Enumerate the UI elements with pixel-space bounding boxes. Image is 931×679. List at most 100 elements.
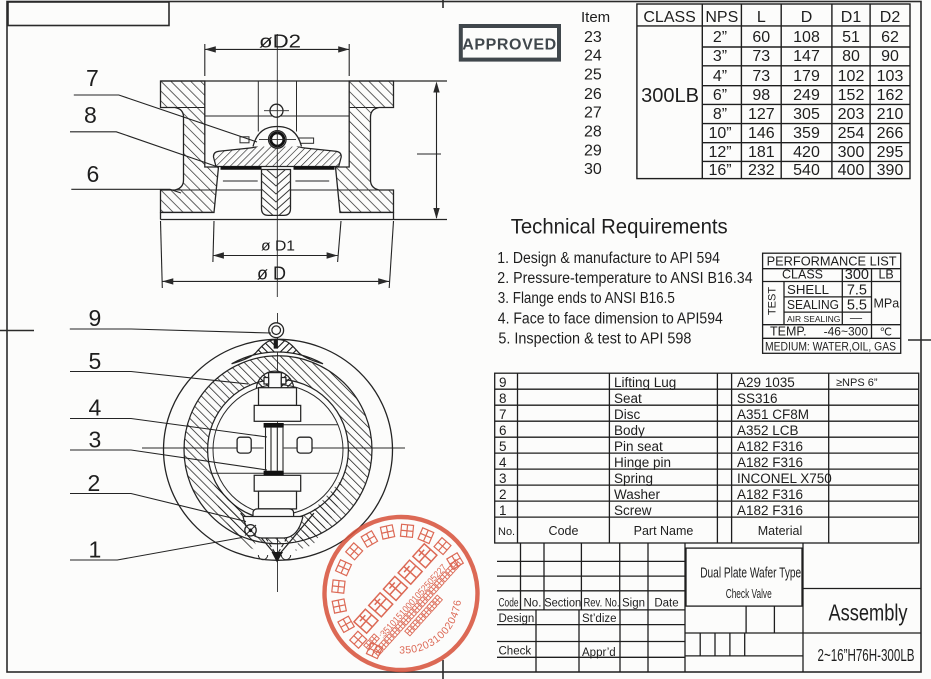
svg-text:NPS: NPS — [705, 9, 738, 26]
svg-text:CLASS: CLASS — [782, 268, 823, 282]
svg-text:5: 5 — [89, 348, 102, 374]
svg-text:Lifting Lug: Lifting Lug — [614, 375, 676, 390]
svg-text:2~16”H76H-300LB: 2~16”H76H-300LB — [818, 645, 915, 665]
svg-text:181: 181 — [748, 144, 775, 161]
svg-text:L: L — [757, 9, 766, 26]
svg-text:ø D1: ø D1 — [261, 238, 295, 255]
svg-text:23: 23 — [584, 29, 602, 46]
svg-text:A29 1035: A29 1035 — [737, 375, 795, 390]
svg-text:29: 29 — [584, 142, 602, 159]
svg-text:APPROVED: APPROVED — [462, 37, 557, 54]
svg-text:12”: 12” — [708, 144, 731, 161]
svg-text:Body: Body — [614, 423, 645, 438]
svg-text:1: 1 — [89, 537, 102, 563]
svg-text:INCONEL X750: INCONEL X750 — [737, 471, 832, 486]
svg-text:390: 390 — [877, 162, 904, 179]
svg-text:2. Pressure-temperature to ANS: 2. Pressure-temperature to ANSI B16.34 — [497, 270, 753, 287]
svg-text:A182 F316: A182 F316 — [737, 487, 803, 502]
svg-text:146: 146 — [748, 125, 775, 142]
svg-text:1. Design & manufacture to API: 1. Design & manufacture to API 594 — [497, 250, 720, 267]
svg-text:300LB: 300LB — [641, 85, 699, 107]
svg-text:CLASS: CLASS — [643, 9, 695, 26]
svg-text:51: 51 — [842, 29, 860, 46]
svg-text:73: 73 — [752, 68, 770, 85]
svg-text:420: 420 — [793, 144, 820, 161]
svg-text:TEMP.: TEMP. — [770, 324, 807, 338]
svg-text:25: 25 — [584, 67, 602, 84]
svg-text:3. Flange ends to ANSI B16.5: 3. Flange ends to ANSI B16.5 — [498, 290, 675, 307]
svg-text:10”: 10” — [708, 125, 731, 142]
svg-text:305: 305 — [793, 106, 820, 123]
svg-text:Spring: Spring — [614, 471, 653, 486]
svg-text:Seat: Seat — [614, 391, 642, 406]
svg-text:295: 295 — [877, 144, 904, 161]
svg-text:540: 540 — [793, 162, 820, 179]
svg-text:Date: Date — [654, 598, 678, 610]
svg-text:Sign: Sign — [622, 598, 645, 610]
svg-text:254: 254 — [838, 125, 865, 142]
svg-text:232: 232 — [748, 162, 775, 179]
svg-text:300: 300 — [838, 144, 865, 161]
svg-text:3: 3 — [89, 427, 102, 453]
svg-text:SHELL: SHELL — [787, 283, 829, 297]
svg-text:73: 73 — [752, 48, 770, 65]
svg-text:2”: 2” — [713, 29, 727, 46]
svg-text:Washer: Washer — [614, 487, 661, 502]
svg-text:Dual Plate Wafer Type: Dual Plate Wafer Type — [700, 566, 801, 582]
svg-text:A182 F316: A182 F316 — [737, 439, 803, 454]
svg-text:––: –– — [850, 313, 863, 325]
svg-text:A182 F316: A182 F316 — [737, 503, 803, 518]
svg-text:300: 300 — [845, 267, 869, 283]
svg-text:PERFORMANCE LIST: PERFORMANCE LIST — [767, 254, 897, 268]
svg-text:Assembly: Assembly — [829, 600, 908, 626]
svg-text:-46~300: -46~300 — [824, 324, 869, 338]
svg-text:St’dize: St’dize — [582, 613, 617, 625]
svg-text:249: 249 — [793, 87, 820, 104]
svg-text:Pin seat: Pin seat — [614, 439, 663, 454]
svg-text:5. Inspection & test to API 59: 5. Inspection & test to API 598 — [498, 330, 691, 347]
svg-text:203: 203 — [838, 106, 865, 123]
svg-text:27: 27 — [584, 105, 602, 122]
svg-text:62: 62 — [881, 29, 899, 46]
svg-text:9: 9 — [499, 375, 507, 390]
svg-text:6: 6 — [87, 161, 100, 187]
svg-text:D1: D1 — [841, 9, 862, 26]
svg-text:147: 147 — [793, 48, 820, 65]
svg-text:øD2: øD2 — [259, 32, 301, 52]
svg-text:Appr’d: Appr’d — [582, 647, 616, 659]
svg-text:Section: Section — [544, 598, 581, 610]
svg-text:6: 6 — [499, 423, 507, 438]
svg-text:5.5: 5.5 — [847, 298, 867, 314]
svg-text:ø D: ø D — [257, 264, 286, 284]
svg-text:2: 2 — [499, 487, 507, 502]
svg-text:8”: 8” — [713, 106, 727, 123]
svg-text:Item: Item — [581, 9, 610, 26]
svg-text:98: 98 — [752, 87, 770, 104]
svg-text:A182 F316: A182 F316 — [737, 455, 803, 470]
svg-text:4: 4 — [499, 455, 507, 470]
svg-text:8: 8 — [84, 102, 97, 128]
svg-text:Hinge pin: Hinge pin — [614, 455, 671, 470]
svg-text:Material: Material — [758, 524, 802, 538]
svg-text:3”: 3” — [713, 48, 727, 65]
svg-text:8: 8 — [499, 391, 507, 406]
svg-text:A352 LCB: A352 LCB — [737, 423, 799, 438]
svg-text:26: 26 — [584, 86, 602, 103]
svg-text:90: 90 — [881, 48, 899, 65]
svg-text:Disc: Disc — [614, 407, 640, 422]
svg-text:30: 30 — [584, 161, 602, 178]
svg-text:7: 7 — [86, 65, 99, 91]
svg-text:Rev. No.: Rev. No. — [584, 598, 620, 610]
svg-text:103: 103 — [877, 68, 904, 85]
svg-text:16”: 16” — [708, 162, 731, 179]
svg-text:A351 CF8M: A351 CF8M — [737, 407, 809, 422]
svg-text:AIR SEALING: AIR SEALING — [787, 314, 840, 324]
svg-text:4”: 4” — [713, 68, 727, 85]
svg-text:266: 266 — [877, 125, 904, 142]
svg-text:Screw: Screw — [614, 503, 652, 518]
svg-text:24: 24 — [584, 48, 602, 65]
svg-text:1: 1 — [499, 503, 507, 518]
svg-text:7: 7 — [499, 407, 507, 422]
svg-text:SEALING: SEALING — [787, 298, 839, 312]
svg-text:MEDIUM: WATER,OIL, GAS: MEDIUM: WATER,OIL, GAS — [765, 341, 896, 353]
